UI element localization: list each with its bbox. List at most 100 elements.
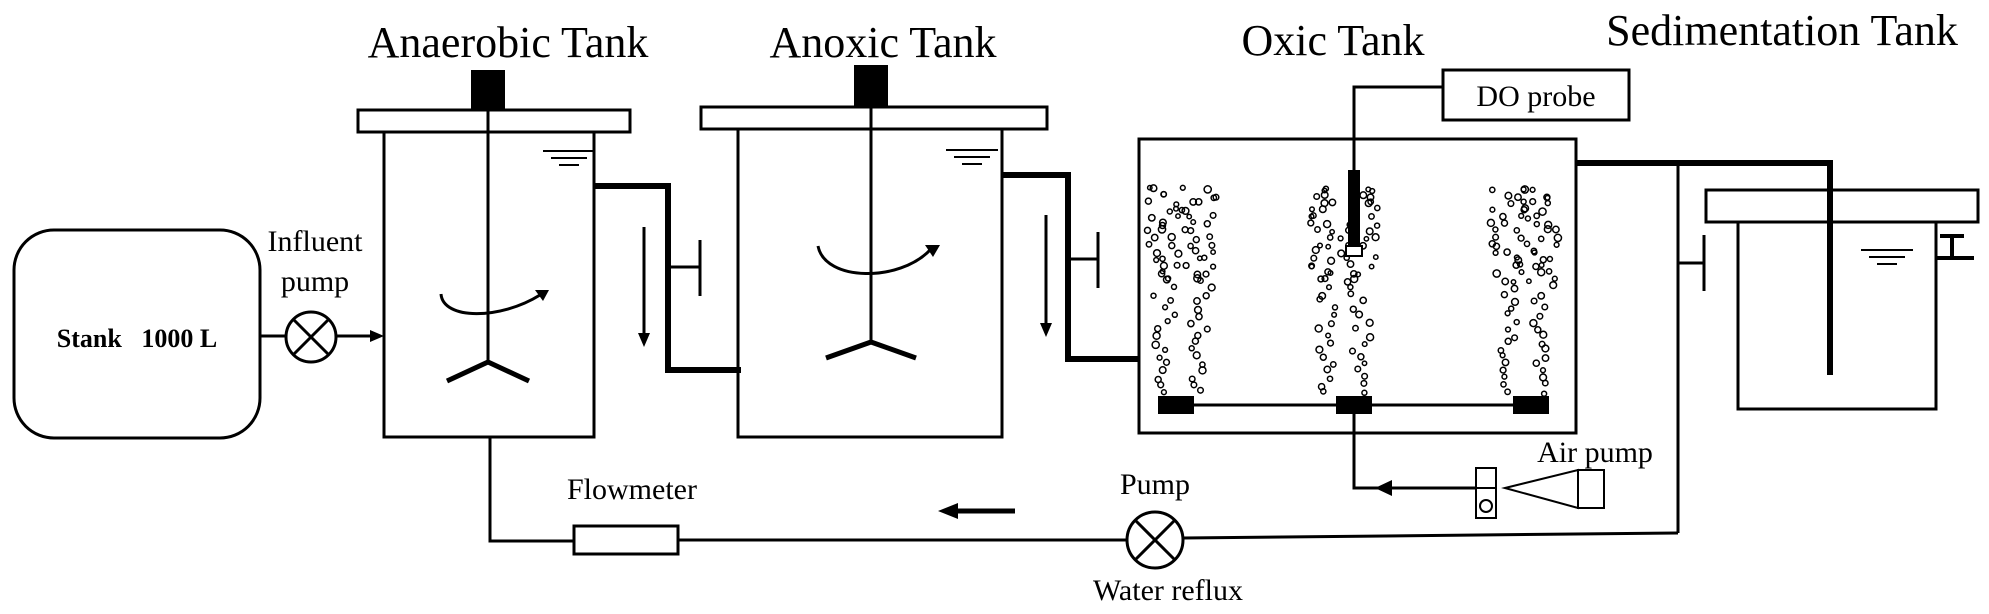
bubble — [1309, 212, 1317, 220]
bubble — [1537, 291, 1546, 300]
bubble — [1190, 219, 1197, 226]
bubble — [1357, 353, 1365, 361]
do-probe: DO probe — [1345, 68, 1631, 257]
bubble — [1189, 197, 1198, 206]
bubble — [1538, 262, 1545, 269]
bubble — [1192, 351, 1201, 360]
bubble — [1322, 185, 1330, 192]
bubble — [1158, 366, 1167, 375]
bubble — [1492, 226, 1499, 233]
bubble — [1195, 312, 1203, 321]
bubble — [1355, 310, 1364, 319]
bubble — [1161, 346, 1169, 354]
bubble — [1150, 292, 1157, 299]
bubble — [1533, 212, 1541, 220]
bubble — [1355, 271, 1362, 278]
flowmeter-label: Flowmeter — [567, 473, 697, 506]
bubble — [1359, 191, 1368, 200]
bubble — [1212, 193, 1220, 201]
bubble — [1540, 390, 1548, 397]
bubble — [1500, 290, 1509, 299]
bubble — [1187, 242, 1194, 250]
bubble — [1533, 220, 1541, 228]
bubble — [1532, 359, 1541, 368]
bubble — [1327, 269, 1334, 277]
bubble — [1315, 345, 1324, 354]
bubble — [1500, 381, 1507, 388]
bubble — [1373, 222, 1381, 229]
bubble — [1143, 226, 1152, 235]
bubble — [1543, 225, 1552, 234]
bubble — [1513, 318, 1520, 326]
bubble — [1202, 270, 1210, 278]
bubble — [1326, 339, 1335, 347]
bubble — [1504, 310, 1511, 317]
bubble — [1193, 305, 1203, 315]
bubble — [1348, 347, 1357, 355]
bubble — [1171, 311, 1179, 319]
bubble — [1504, 337, 1512, 346]
bubble — [1313, 192, 1321, 201]
bubble — [1361, 389, 1368, 397]
bubble — [1157, 269, 1166, 278]
bubble — [1551, 275, 1558, 282]
bubble — [1538, 340, 1546, 348]
bubble — [1167, 232, 1176, 242]
bubble — [1518, 269, 1525, 276]
bubble — [1529, 197, 1537, 206]
bubble — [1196, 255, 1203, 262]
bubble — [1489, 206, 1496, 213]
bubble — [1194, 198, 1203, 206]
storage-tank-label: Stank 1000 L — [57, 324, 217, 353]
bubble — [1193, 270, 1202, 279]
air-pump: Air pump — [1501, 436, 1653, 510]
bubble — [1203, 220, 1212, 228]
bubble — [1178, 206, 1186, 214]
bubble — [1319, 353, 1328, 361]
bubble — [1531, 249, 1538, 256]
bubble — [1346, 260, 1355, 269]
bubble — [1504, 388, 1512, 396]
bubble — [1310, 254, 1318, 262]
bubble — [1538, 207, 1547, 216]
bubble — [1354, 365, 1362, 373]
air-pump-label: Air pump — [1537, 436, 1653, 469]
influent-pump: Influent pump — [260, 225, 384, 364]
bubble — [1149, 184, 1158, 193]
bubble — [1314, 324, 1323, 333]
bubble — [1504, 191, 1513, 200]
bubble — [1546, 255, 1554, 263]
bubble — [1553, 241, 1560, 248]
bubble — [1179, 184, 1186, 191]
bubble — [1173, 201, 1180, 208]
bubble — [1361, 360, 1368, 367]
bubble — [1520, 186, 1527, 193]
bubble — [1203, 185, 1213, 194]
anoxic-lid — [699, 105, 1049, 131]
bubble — [1308, 263, 1315, 270]
bubble — [1488, 186, 1496, 194]
bubble — [1198, 366, 1207, 375]
bubble — [1551, 225, 1560, 234]
bubble — [1197, 277, 1204, 285]
bubble — [1361, 372, 1369, 380]
bubble — [1164, 275, 1172, 282]
bubble — [1326, 375, 1334, 383]
oxic-tank-title: Oxic Tank — [1241, 16, 1424, 65]
bubble — [1366, 193, 1375, 202]
bubble — [1152, 248, 1162, 258]
bubble — [1520, 198, 1527, 205]
bubble — [1343, 278, 1352, 286]
bubble — [1210, 249, 1217, 256]
anoxic-tank: Anoxic Tank — [699, 18, 1049, 439]
bubble — [1321, 274, 1329, 283]
bubble — [1318, 291, 1327, 300]
bubble — [1203, 325, 1211, 333]
anaerobic-tank: Anaerobic Tank — [356, 18, 648, 439]
sedimentation-tank-title: Sedimentation Tank — [1606, 6, 1958, 55]
oxic-tank: Oxic Tank DO probe Air pump — [1137, 16, 1653, 519]
bubble — [1187, 226, 1195, 235]
pipe-anoxic-to-oxic — [1002, 172, 1139, 362]
bubble — [1529, 186, 1536, 193]
bubble — [1181, 206, 1190, 216]
